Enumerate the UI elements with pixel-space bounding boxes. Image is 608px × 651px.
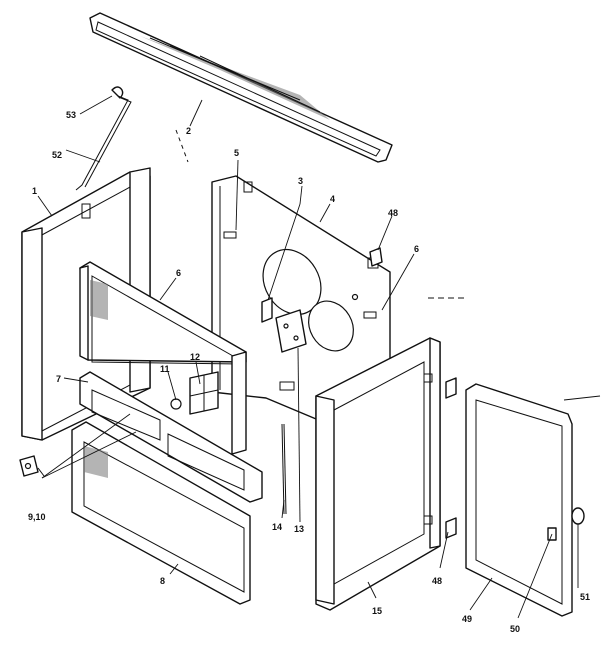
right-side-frame [315, 337, 441, 611]
leader-lines [37, 95, 579, 619]
callout-12: 12 [190, 352, 200, 362]
center-bracket [189, 351, 247, 455]
callout-6-right: 6 [414, 244, 419, 254]
lower-panel [71, 421, 251, 605]
interior-panel-upper [79, 261, 247, 365]
callout-15: 15 [372, 606, 382, 616]
door-frame [465, 383, 573, 617]
callout-6-upper: 6 [176, 268, 181, 278]
callout-50: 50 [510, 624, 520, 634]
callout-52: 52 [52, 150, 62, 160]
callout-7: 7 [56, 374, 61, 384]
callout-13: 13 [294, 524, 304, 534]
alignment-marks [175, 129, 601, 401]
callout-11: 11 [160, 364, 170, 374]
callout-5: 5 [234, 148, 239, 158]
callout-51: 51 [580, 592, 590, 602]
callout-9-10: 9,10 [28, 512, 46, 522]
callout-4: 4 [330, 194, 335, 204]
callout-48-bottom: 48 [432, 576, 442, 586]
callout-48-top: 48 [388, 208, 398, 218]
callout-49: 49 [462, 614, 472, 624]
callout-2: 2 [186, 126, 191, 136]
callout-8: 8 [160, 576, 165, 586]
rod-and-clip [75, 86, 132, 191]
callout-14: 14 [272, 522, 282, 532]
bracket [261, 297, 307, 353]
callout-1: 1 [32, 186, 37, 196]
top-panel [89, 12, 393, 163]
latch [19, 455, 45, 477]
callout-3: 3 [298, 176, 303, 186]
hinge-plates [369, 247, 457, 539]
callout-labels: 1 2 3 4 5 6 6 7 8 9,10 11 12 13 14 15 48… [28, 110, 590, 634]
rod [281, 423, 287, 515]
front-panel [79, 371, 263, 503]
callout-53: 53 [66, 110, 76, 120]
